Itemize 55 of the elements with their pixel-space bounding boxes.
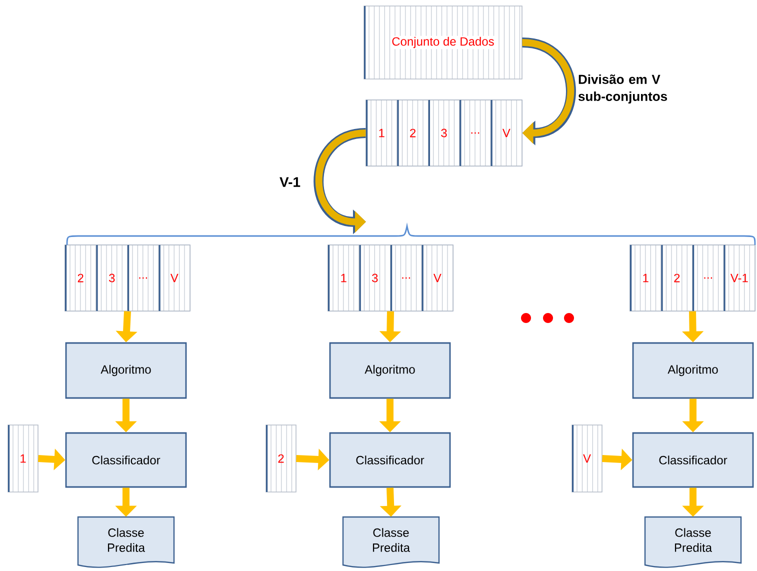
data-fold: [390, 244, 422, 312]
data-fold: [723, 244, 756, 312]
fold-label: 1: [20, 454, 26, 463]
data-fold: [158, 244, 190, 312]
fold-label: 2: [278, 454, 284, 463]
data-fold: [572, 424, 602, 492]
data-fold: [96, 244, 128, 312]
fold-label: 1: [643, 274, 648, 282]
fold-label: 3: [109, 274, 115, 282]
process-box: Classificador: [329, 432, 451, 488]
edge-label: Divisão em V sub-conjuntos: [578, 74, 668, 104]
fold-label: V: [583, 454, 591, 463]
data-fold: [8, 424, 38, 492]
process-box: Classificador: [632, 432, 754, 488]
fold-label: 3: [441, 128, 447, 138]
fold-label: 2: [674, 274, 680, 282]
data-fold: [64, 244, 97, 312]
edge-label: V-1: [278, 176, 302, 188]
data-fold: [459, 100, 492, 166]
fold-label: 2: [78, 274, 84, 282]
document-box: Classe Predita: [342, 516, 440, 568]
document-box: Classe Predita: [644, 516, 742, 568]
process-box: Algoritmo: [329, 342, 451, 399]
data-fold: [266, 424, 296, 492]
fold-label: V: [170, 274, 178, 282]
data-fold: [490, 100, 522, 166]
fold-label: 1: [379, 128, 384, 138]
fold-label: 2: [410, 128, 416, 138]
fold-label: Conjunto de Dados: [390, 36, 496, 50]
data-fold: [396, 100, 429, 166]
data-fold: [630, 244, 662, 312]
data-fold: [421, 244, 454, 312]
fold-label: 1: [341, 274, 346, 282]
data-fold: [660, 244, 693, 312]
fold-label: ...: [402, 277, 410, 279]
data-fold: [366, 100, 398, 166]
data-fold: [127, 244, 160, 312]
fold-label: ...: [139, 277, 148, 279]
fold-label: V: [502, 128, 510, 138]
data-fold: [358, 244, 391, 312]
data-fold: [364, 6, 522, 80]
data-fold: [428, 100, 460, 166]
process-box: Algoritmo: [632, 342, 754, 399]
fold-label: V-1: [730, 274, 748, 282]
process-box: Classificador: [65, 432, 187, 488]
fold-label: ...: [471, 132, 480, 134]
process-box: Algoritmo: [65, 342, 187, 399]
data-fold: [692, 244, 724, 312]
fold-label: 3: [372, 274, 378, 282]
brace: [66, 225, 756, 246]
data-fold: [328, 244, 360, 312]
fold-label: V: [433, 274, 442, 282]
document-box: Classe Predita: [77, 516, 175, 568]
arrow: [522, 38, 576, 146]
fold-label: ...: [704, 277, 712, 279]
